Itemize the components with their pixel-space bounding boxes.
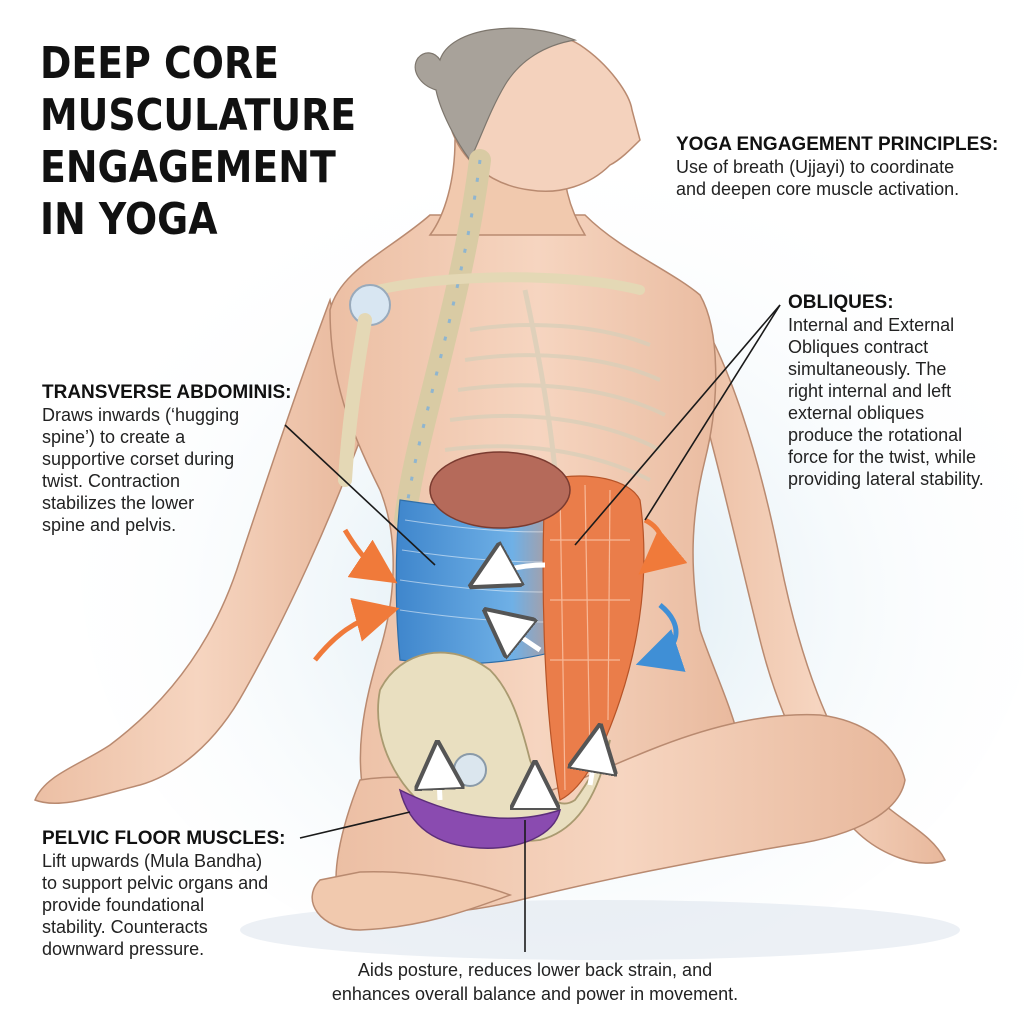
white-arrow-floor-1 <box>438 755 440 801</box>
transverse-line-3: supportive corset during <box>42 449 235 469</box>
orange-arrow-upper-left <box>342 528 398 584</box>
foot <box>311 870 513 931</box>
leader-pelvic <box>299 811 411 839</box>
obliques-line-6: produce the rotational <box>788 425 963 445</box>
transverse-heading: TRANSVERSE ABDOMINIS: <box>42 382 292 403</box>
pelvic-heading: PELVIC FLOOR MUSCLES: <box>42 828 286 849</box>
principles-annotation: YOGA ENGAGEMENT PRINCIPLES: Use of breat… <box>676 134 1016 200</box>
pelvic-line-4: stability. Counteracts <box>42 917 208 937</box>
white-arrow-oblique <box>495 618 542 650</box>
obliques-line-7: force for the twist, while <box>788 447 977 467</box>
spine <box>394 149 491 531</box>
liver <box>429 451 571 529</box>
skeleton <box>338 149 666 531</box>
transverse-line-1: Draws inwards (‘hugging <box>42 405 240 425</box>
transverse-line-6: spine and pelvis. <box>42 515 177 535</box>
principles-line-2: and deepen core muscle activation. <box>676 179 960 199</box>
transverse-line-2: spine’) to create a <box>42 427 186 447</box>
footer-caption: Aids posture, reduces lower back strain,… <box>300 958 770 1006</box>
obliques-line-5: external obliques <box>788 403 925 423</box>
white-arrow-floor-3 <box>590 738 598 786</box>
pelvic-line-1: Lift upwards (Mula Bandha) <box>42 851 263 871</box>
pelvic-floor <box>398 788 561 849</box>
pelvic-line-2: to support pelvic organs and <box>42 873 269 893</box>
left-arm <box>34 297 361 804</box>
obliques-line-4: right internal and left <box>788 381 952 401</box>
page-title: DEEP CORE MUSCULATURE ENGAGEMENT IN YOGA <box>40 38 356 246</box>
leader-lines <box>284 304 781 952</box>
obliques-annotation: OBLIQUES: Internal and External Obliques… <box>788 292 1018 490</box>
orange-arrow-lower-left <box>313 598 400 662</box>
obliques-heading: OBLIQUES: <box>788 292 894 313</box>
blue-arrow-right <box>635 603 686 672</box>
leader-obliques-1 <box>574 304 781 546</box>
engagement-arrows <box>313 517 688 810</box>
pelvic-line-3: provide foundational <box>42 895 205 915</box>
title-line-4: IN YOGA <box>40 194 218 245</box>
orange-arrow-right <box>638 517 688 575</box>
transverse-annotation: TRANSVERSE ABDOMINIS: Draws inwards (‘hu… <box>42 382 302 536</box>
footer-line-1: Aids posture, reduces lower back strain,… <box>357 960 713 980</box>
obliques-line-2: Obliques contract <box>788 337 929 357</box>
white-arrow-ta <box>482 565 546 580</box>
hair <box>414 27 578 162</box>
pelvic-annotation: PELVIC FLOOR MUSCLES: Lift upwards (Mula… <box>42 828 312 960</box>
clavicle <box>355 272 645 300</box>
obliques-line-1: Internal and External <box>788 315 955 335</box>
rib-cage <box>444 289 666 482</box>
transverse-line-4: twist. Contraction <box>42 471 181 491</box>
leader-obliques-2 <box>644 304 781 521</box>
humerus <box>338 313 372 487</box>
principles-heading: YOGA ENGAGEMENT PRINCIPLES: <box>676 134 999 155</box>
title-line-3: ENGAGEMENT <box>40 142 336 193</box>
obliques-line-3: simultaneously. The <box>788 359 947 379</box>
pelvic-line-5: downward pressure. <box>42 939 205 959</box>
leader-transverse <box>284 424 436 566</box>
principles-line-1: Use of breath (Ujjayi) to coordinate <box>676 157 955 177</box>
title-line-1: DEEP CORE <box>40 38 279 89</box>
transverse-line-5: stabilizes the lower <box>42 493 195 513</box>
title-line-2: MUSCULATURE <box>40 90 357 141</box>
obliques-line-8: providing lateral stability. <box>788 469 984 489</box>
footer-line-2: enhances overall balance and power in mo… <box>331 984 739 1004</box>
